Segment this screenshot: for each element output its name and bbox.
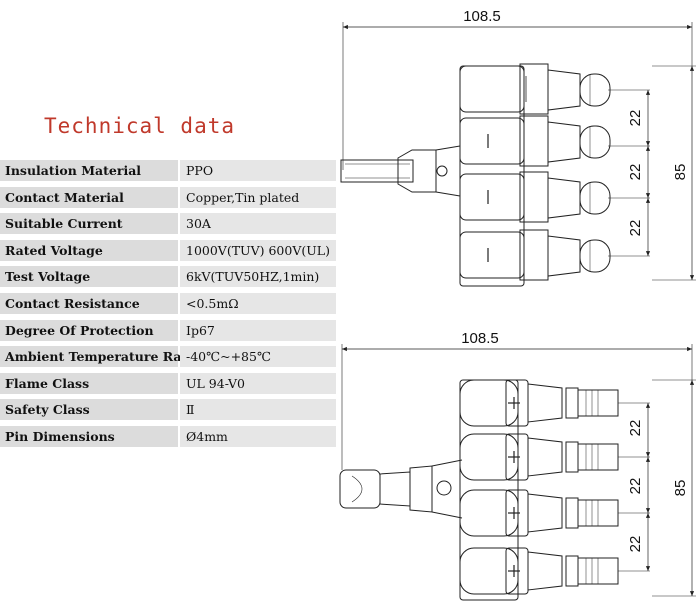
top-branch [459, 229, 611, 281]
spec-value-cell: Copper,Tin plated [180, 186, 336, 208]
spec-table: Insulation Material PPO Contact Material… [0, 160, 336, 453]
spec-label: Degree Of Protection [5, 322, 154, 338]
spec-value: UL 94-V0 [186, 375, 246, 391]
spec-label: Test Voltage [5, 269, 91, 285]
spec-row: Rated Voltage 1000V(TUV) 600V(UL) [0, 239, 336, 261]
spec-value-cell: 30A [180, 213, 336, 235]
spec-row: Contact Material Copper,Tin plated [0, 186, 336, 208]
spec-label-cell: Rated Voltage [0, 239, 178, 261]
top-branch [459, 63, 611, 115]
spec-row: Contact Resistance <0.5mΩ [0, 292, 336, 314]
top-branch-body [459, 65, 525, 287]
spec-value: Copper,Tin plated [186, 189, 300, 205]
spec-label: Contact Resistance [5, 295, 140, 311]
spec-label-cell: Safety Class [0, 399, 178, 421]
bottom-branch [459, 547, 619, 595]
spec-value-cell: Ⅱ [180, 399, 336, 421]
top-width-dimension: 108.5 [463, 8, 501, 25]
spec-value: Ø4mm [186, 428, 228, 444]
spec-value: 1000V(TUV) 600V(UL) [186, 242, 330, 258]
spec-label-cell: Pin Dimensions [0, 425, 178, 447]
spec-row: Flame Class UL 94-V0 [0, 372, 336, 394]
spec-label-cell: Test Voltage [0, 266, 178, 288]
bottom-height-dimension: 85 [672, 480, 689, 497]
spec-label-cell: Insulation Material [0, 160, 178, 181]
bottom-trunk-connector [339, 469, 381, 509]
spec-value-cell: PPO [180, 160, 336, 181]
spec-value-cell: Ip67 [180, 319, 336, 341]
spec-label-cell: Ambient Temperature Range [0, 346, 207, 368]
top-trunk-connector [340, 159, 414, 183]
spec-value: 6kV(TUV50HZ,1min) [186, 269, 320, 285]
spec-label: Safety Class [5, 402, 90, 418]
spec-value-cell: 6kV(TUV50HZ,1min) [180, 266, 336, 288]
spec-row: Suitable Current 30A [0, 213, 336, 235]
page-title: Technical data [44, 114, 236, 138]
top-pitch-dimension: 22 [627, 164, 644, 181]
spec-value-cell: <0.5mΩ [180, 292, 336, 314]
top-height-dimension: 85 [672, 164, 689, 181]
spec-value-cell: Ø4mm [180, 425, 336, 447]
bottom-connector-drawing [339, 344, 696, 601]
spec-label-cell: Suitable Current [0, 213, 178, 235]
spec-row: Safety Class Ⅱ [0, 399, 336, 421]
spec-row: Test Voltage 6kV(TUV50HZ,1min) [0, 266, 336, 288]
spec-label: Contact Material [5, 189, 124, 205]
spec-label: Suitable Current [5, 216, 123, 232]
spec-label: Pin Dimensions [5, 428, 115, 444]
spec-label-cell: Flame Class [0, 372, 178, 394]
bottom-branch [459, 433, 619, 481]
top-branch [459, 115, 611, 167]
spec-value: Ip67 [186, 322, 215, 338]
spec-label: Insulation Material [5, 163, 142, 178]
bottom-branch [459, 489, 619, 537]
spec-value-cell: -40℃~+85℃ [180, 346, 336, 368]
top-pitch-dimension: 22 [627, 110, 644, 127]
spec-value: PPO [186, 163, 214, 178]
top-branch [459, 171, 611, 223]
spec-value: <0.5mΩ [186, 295, 239, 311]
spec-label: Ambient Temperature Range [5, 349, 208, 365]
spec-label-cell: Contact Material [0, 186, 178, 208]
spec-label-cell: Degree Of Protection [0, 319, 178, 341]
spec-value: Ⅱ [186, 402, 195, 418]
spec-value: 30A [186, 216, 211, 232]
bottom-width-dimension: 108.5 [461, 330, 499, 347]
spec-row: Ambient Temperature Range -40℃~+85℃ [0, 346, 336, 368]
spec-row: Degree Of Protection Ip67 [0, 319, 336, 341]
bottom-pitch-dimension: 22 [627, 536, 644, 553]
bottom-pitch-dimension: 22 [627, 478, 644, 495]
bottom-branch [459, 379, 619, 427]
spec-label: Rated Voltage [5, 242, 103, 258]
spec-row: Pin Dimensions Ø4mm [0, 425, 336, 447]
spec-label: Flame Class [5, 375, 90, 391]
spec-value: -40℃~+85℃ [186, 349, 271, 365]
spec-label-cell: Contact Resistance [0, 292, 178, 314]
spec-row: Insulation Material PPO [0, 160, 336, 181]
top-pitch-dimension: 22 [627, 220, 644, 237]
bottom-pitch-dimension: 22 [627, 420, 644, 437]
spec-value-cell: 1000V(TUV) 600V(UL) [180, 239, 336, 261]
spec-value-cell: UL 94-V0 [180, 372, 336, 394]
top-connector-drawing [340, 22, 696, 287]
